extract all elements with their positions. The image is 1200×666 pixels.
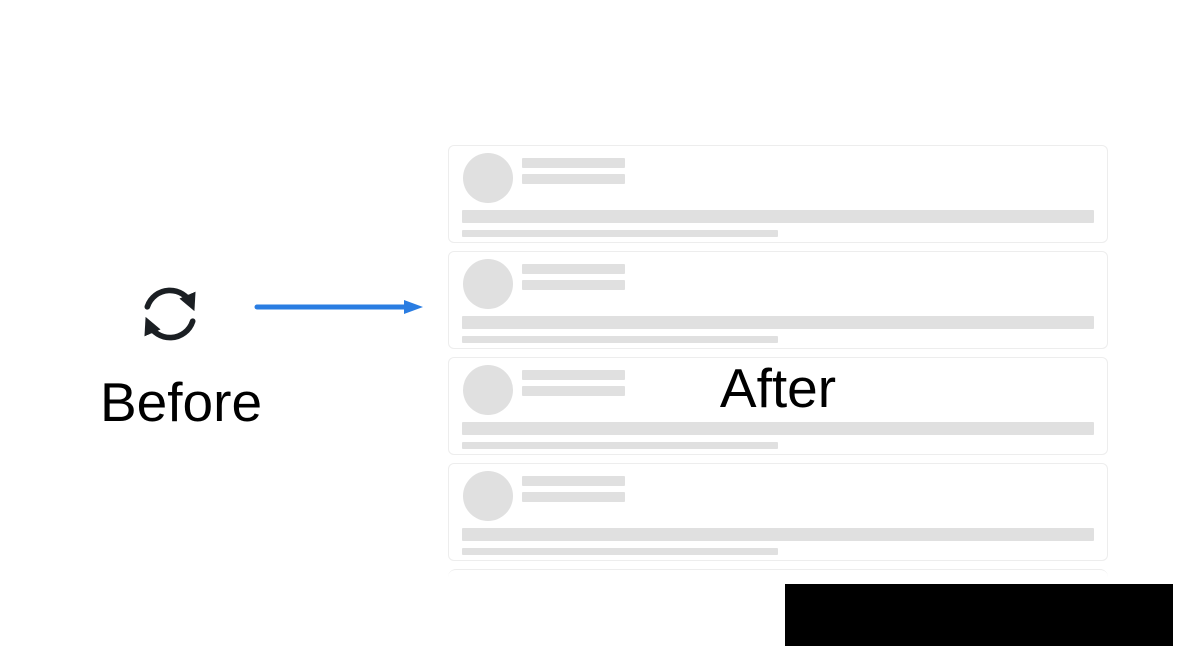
skeleton-line-subtitle <box>522 174 625 184</box>
skeleton-card <box>448 145 1108 243</box>
skeleton-line-subtitle <box>522 280 625 290</box>
skeleton-line-title <box>522 264 625 274</box>
skeleton-line-body <box>462 422 1094 435</box>
skeleton-line-title <box>522 158 625 168</box>
skeleton-line-title <box>522 476 625 486</box>
skeleton-line-footer <box>462 336 778 343</box>
skeleton-line-footer <box>462 230 778 237</box>
skeleton-line-body <box>462 210 1094 223</box>
skeleton-card <box>448 463 1108 561</box>
skeleton-line-body <box>462 316 1094 329</box>
refresh-cycle-icon <box>144 287 196 341</box>
skeleton-line-subtitle <box>522 492 625 502</box>
skeleton-line-footer <box>462 548 778 555</box>
avatar-placeholder <box>463 153 513 203</box>
skeleton-card: After <box>448 357 1108 455</box>
after-label: After <box>719 357 837 419</box>
before-label: Before <box>100 371 263 433</box>
skeleton-card-list: After <box>448 145 1108 666</box>
skeleton-line-footer <box>462 442 778 449</box>
skeleton-line-title <box>522 370 625 380</box>
avatar-placeholder <box>463 471 513 521</box>
skeleton-line-body <box>462 528 1094 541</box>
skeleton-card <box>448 251 1108 349</box>
arrow-right-icon <box>254 300 423 314</box>
redaction-box <box>785 584 1173 646</box>
avatar-placeholder <box>463 259 513 309</box>
avatar-placeholder <box>463 365 513 415</box>
skeleton-line-subtitle <box>522 386 625 396</box>
